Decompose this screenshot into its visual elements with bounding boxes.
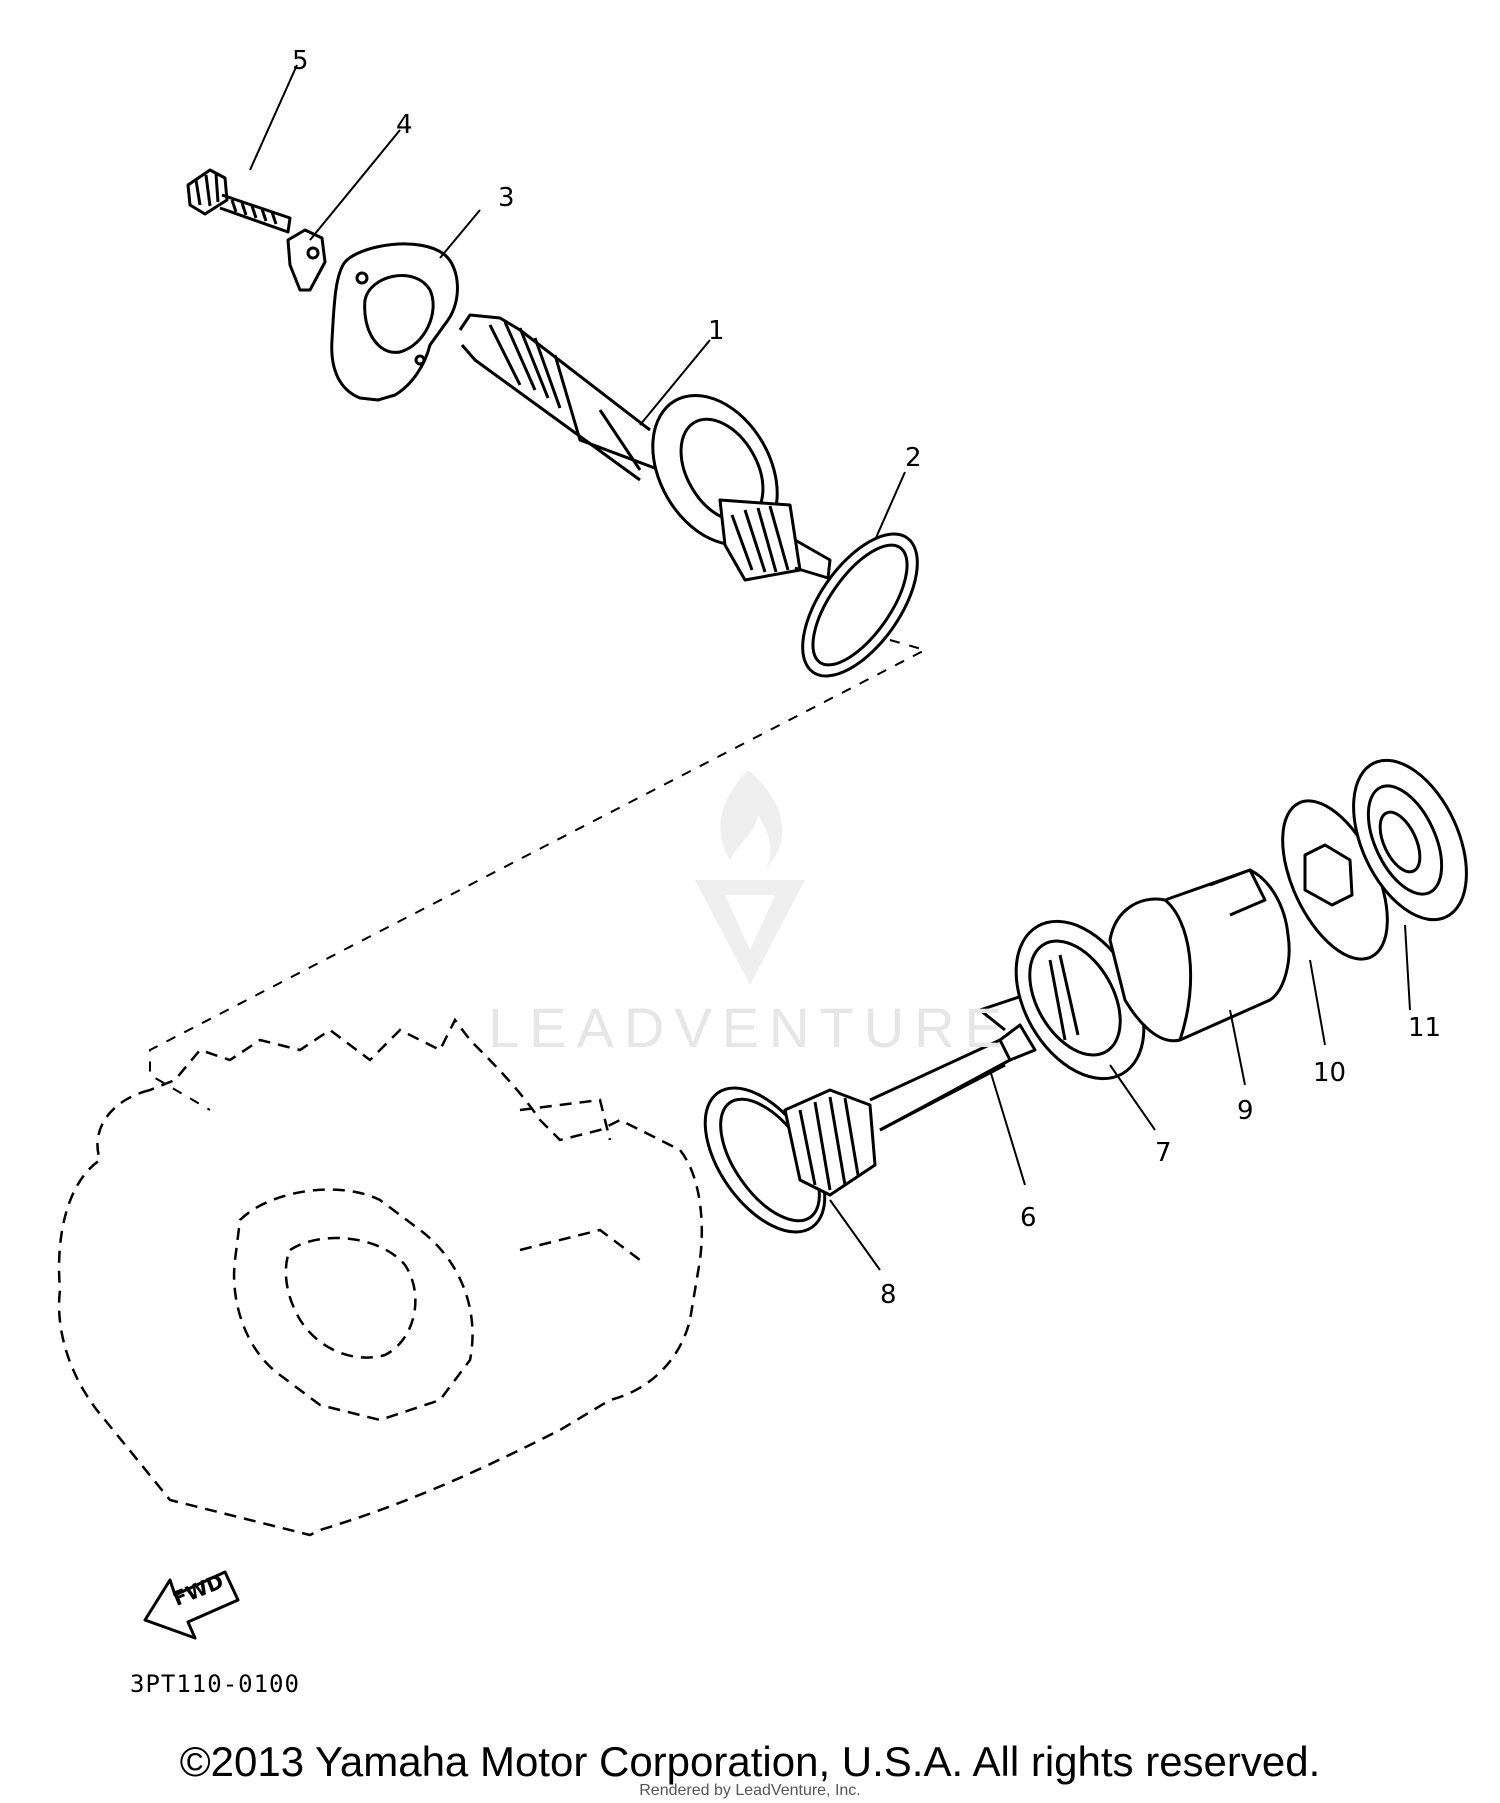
plate-part-3 <box>330 242 459 402</box>
copyright-notice: ©2013 Yamaha Motor Corporation, U.S.A. A… <box>179 1738 1321 1785</box>
callout-3: 3 <box>498 183 515 213</box>
shaft-part-1 <box>458 313 832 582</box>
callout-5: 5 <box>292 46 309 76</box>
callout-4: 4 <box>396 110 413 140</box>
upper-assembly <box>186 64 919 678</box>
leadventure-logo-watermark <box>695 770 805 985</box>
engine-case-outline <box>57 1017 704 1537</box>
bolt-part-5 <box>186 168 292 234</box>
callout-10: 10 <box>1313 1058 1347 1088</box>
clip-part-4 <box>286 228 327 292</box>
bearing-part-11 <box>1352 758 1468 922</box>
callout-1: 1 <box>708 316 725 346</box>
callout-8: 8 <box>880 1280 897 1310</box>
lower-assembly <box>703 758 1468 1271</box>
callout-2: 2 <box>905 443 922 473</box>
sleeve-part-9 <box>1108 868 1291 1043</box>
rendered-by-notice: Rendered by LeadVenture, Inc. <box>639 1782 861 1799</box>
bearing-part-7 <box>1014 919 1146 1081</box>
fwd-arrow-icon <box>143 1570 240 1640</box>
callout-7: 7 <box>1155 1138 1172 1168</box>
callout-11: 11 <box>1408 1013 1442 1043</box>
circlip-part-2 <box>801 532 919 678</box>
callout-9: 9 <box>1237 1096 1254 1126</box>
dashed-connector <box>149 639 928 1111</box>
callout-6: 6 <box>1020 1203 1037 1233</box>
diagram-code: 3PT110-0100 <box>130 1670 300 1698</box>
watermark-text: LEADVENTURE <box>488 996 1012 1059</box>
